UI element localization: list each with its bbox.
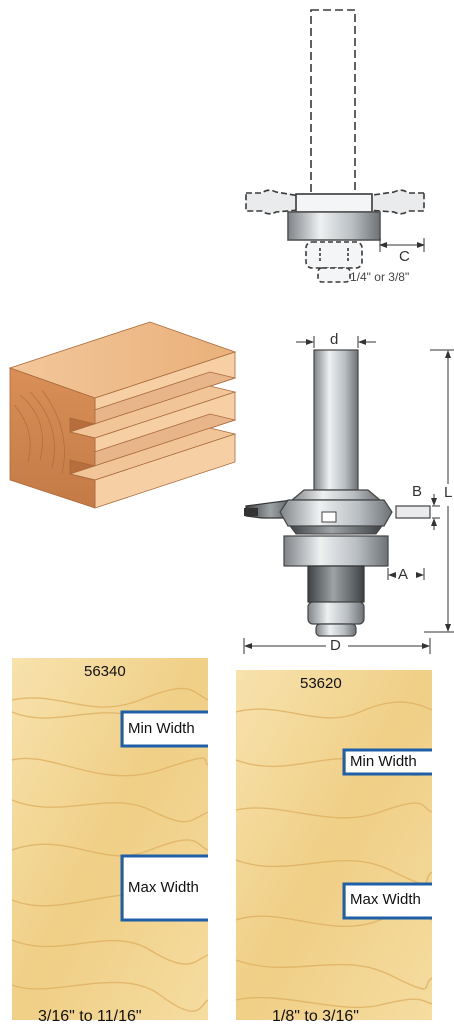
bit-nut — [307, 601, 365, 625]
router-bit-main — [244, 349, 431, 637]
top-cutter-right — [365, 189, 425, 215]
dim-d-large-label: D — [330, 637, 341, 654]
dim-c-label: C — [399, 248, 410, 265]
top-assembly-diagram — [245, 9, 425, 283]
dimension-c — [379, 238, 425, 252]
top-nut — [305, 241, 363, 269]
top-bearing — [287, 211, 381, 241]
bit-bearing — [283, 535, 389, 567]
sample-2-max-width-label: Max Width — [348, 890, 423, 909]
main-dimensions — [243, 336, 454, 654]
dim-d-small-label: d — [330, 331, 339, 348]
sample-1-max-width-label: Max Width — [126, 878, 201, 897]
sample-2-range-label: 1/8" to 3/16" — [272, 1008, 359, 1025]
wood-sample-56340 — [11, 658, 212, 1020]
top-cutter-left — [245, 189, 301, 215]
sample-2-part-number: 53620 — [300, 675, 342, 692]
top-shank-outline — [310, 9, 356, 196]
cutter-sizes-label: 1/4" or 3/8" — [350, 270, 410, 284]
sample-1-range-label: 3/16" to 11/16" — [38, 1008, 142, 1025]
sample-2-min-width-label: Min Width — [348, 752, 419, 771]
top-hub — [295, 193, 373, 213]
dim-b-label: B — [412, 483, 423, 500]
bit-cutter-right — [395, 505, 431, 519]
top-nut-bottom — [317, 267, 351, 283]
sample-1-min-width-label: Min Width — [126, 719, 197, 738]
dim-a-label: A — [398, 566, 409, 583]
bit-shank — [313, 349, 359, 491]
dim-l-label: L — [444, 484, 453, 501]
slotted-wood-block — [8, 321, 237, 509]
wood-sample-53620 — [235, 670, 436, 1020]
sample-1-part-number: 56340 — [84, 663, 126, 680]
